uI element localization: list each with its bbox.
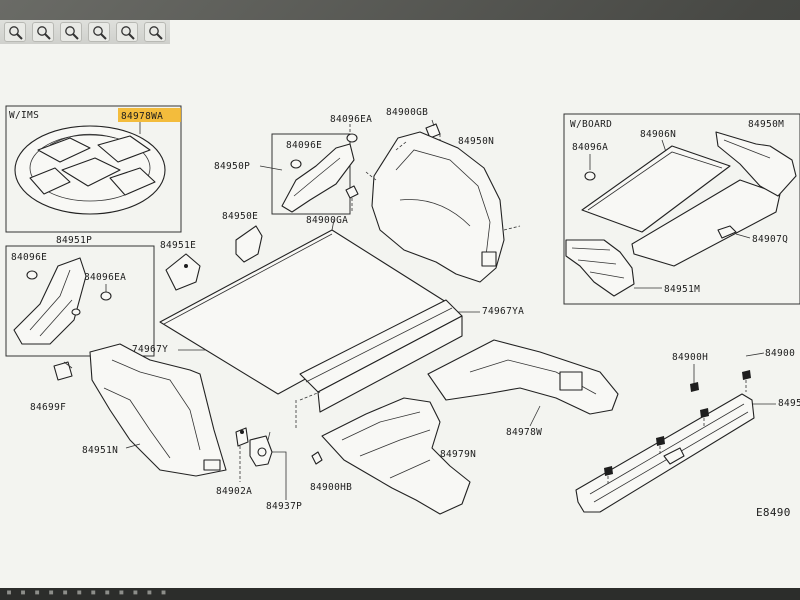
part-label-84937P[interactable]: 84937P [266, 501, 302, 512]
rear-plate-finisher[interactable] [575, 393, 755, 513]
clip-84900HB[interactable] [311, 451, 323, 465]
board-84907Q[interactable] [631, 179, 781, 267]
clip-84096E-left[interactable] [26, 270, 38, 280]
diagram-code: E8490 [756, 506, 791, 519]
side-finisher-84951N[interactable] [89, 343, 227, 477]
part-label-84096EA-left[interactable]: 84096EA [84, 272, 126, 283]
leader-line [661, 139, 667, 153]
screen: W/IMS 84978WA 84951P 84096E 84096EA [0, 20, 800, 588]
plug-84699F[interactable] [53, 361, 73, 381]
part-label-84906N[interactable]: 84906N [640, 129, 676, 140]
leader-line [735, 233, 751, 239]
taskbar: ▪ ▪ ▪ ▪ ▪ ▪ ▪ ▪ ▪ ▪ ▪ ▪ [0, 587, 800, 600]
support-84951M[interactable] [565, 239, 635, 297]
part-label-84950M[interactable]: 84950M [748, 119, 784, 130]
side-panel-84951P[interactable] [13, 257, 87, 345]
part-label-84979N[interactable]: 84979N [440, 449, 476, 460]
screw-84900GA[interactable] [345, 185, 359, 199]
zoom-reset-icon[interactable] [116, 22, 138, 42]
part-label-84900HB[interactable]: 84900HB [310, 482, 352, 493]
part-label-84951P[interactable]: 84951P [56, 235, 92, 246]
bracket-84950E[interactable] [235, 225, 263, 263]
zoom-window-icon[interactable] [144, 22, 166, 42]
part-label-74967Y[interactable]: 74967Y [132, 344, 168, 355]
zoom-fit-icon[interactable] [60, 22, 82, 42]
clip-84096A[interactable] [584, 171, 596, 181]
viewer-toolbar [0, 20, 170, 44]
part-label-84950E[interactable]: 84950E [222, 211, 258, 222]
part-label-84907Q[interactable]: 84907Q [752, 234, 788, 245]
hook-84902A[interactable] [235, 427, 249, 447]
finisher-box [271, 133, 351, 215]
part-label-84951E[interactable]: 84951E [160, 240, 196, 251]
part-label-84951N[interactable]: 84951N [82, 445, 118, 456]
part-label-84950N-center[interactable]: 84950N [458, 136, 494, 147]
wheelhouse-finisher-84950N[interactable] [371, 131, 505, 283]
leader-line [125, 443, 141, 449]
part-label-84699F[interactable]: 84699F [30, 402, 66, 413]
part-label-84978WA[interactable]: 84978WA [121, 111, 163, 122]
ims-box [5, 105, 182, 233]
leader-line [295, 391, 321, 430]
floor-spacer-84978W[interactable] [427, 339, 619, 415]
clip-84096E-top[interactable] [290, 159, 302, 169]
leader-line [607, 380, 747, 484]
board-84906N[interactable] [581, 145, 731, 233]
board-box [563, 113, 800, 305]
ims-box-title: W/IMS [9, 110, 39, 121]
parts-diagram: W/IMS 84978WA 84951P 84096E 84096EA [5, 105, 800, 519]
part-label-8495-right[interactable]: 8495 [778, 398, 800, 409]
part-label-84096A[interactable]: 84096A [572, 142, 608, 153]
zoom-custom-icon[interactable] [88, 22, 110, 42]
leader-line [272, 451, 287, 500]
spare-tire-tray[interactable] [14, 125, 166, 215]
zoom-out-icon[interactable] [32, 22, 54, 42]
leader-line [745, 352, 765, 357]
part-label-84900GA[interactable]: 84900GA [306, 215, 348, 226]
crossmember-74967Y[interactable] [299, 299, 463, 413]
bracket-84950M[interactable] [715, 131, 797, 197]
part-label-84902A[interactable]: 84902A [216, 486, 252, 497]
clip-84096EA-top[interactable] [346, 133, 358, 143]
cover-84951E[interactable] [165, 253, 201, 291]
board-handle [331, 219, 335, 231]
side-panel-box [5, 245, 155, 357]
part-label-84978W[interactable]: 84978W [506, 427, 542, 438]
part-label-84900-right[interactable]: 84900 [765, 348, 795, 359]
clip-84096EA-left[interactable] [100, 284, 112, 301]
part-label-84950P[interactable]: 84950P [214, 161, 250, 172]
bracket-84937P[interactable] [249, 431, 273, 467]
part-label-84096E-left[interactable]: 84096E [11, 252, 47, 263]
leader-line [529, 405, 541, 427]
part-label-74967YA[interactable]: 74967YA [482, 306, 524, 317]
leader-line [259, 165, 283, 171]
clip-84900H-set[interactable] [604, 370, 751, 476]
finisher-84950P[interactable] [281, 143, 355, 213]
part-label-84951M[interactable]: 84951M [664, 284, 700, 295]
taskbar-strip: ▪ ▪ ▪ ▪ ▪ ▪ ▪ ▪ ▪ ▪ ▪ ▪ [6, 587, 168, 598]
floor-board-84978W[interactable] [159, 229, 447, 395]
highlight-marker [118, 108, 181, 122]
spacer-84979N[interactable] [321, 397, 471, 515]
leader-line [365, 141, 521, 231]
zoom-in-icon[interactable] [4, 22, 26, 42]
part-label-84096E-top[interactable]: 84096E [286, 140, 322, 151]
part-label-84900H[interactable]: 84900H [672, 352, 708, 363]
board-box-title: W/BOARD [570, 119, 612, 130]
part-label-84096EA-top[interactable]: 84096EA [330, 114, 372, 125]
part-label-84900GB[interactable]: 84900GB [386, 107, 428, 118]
